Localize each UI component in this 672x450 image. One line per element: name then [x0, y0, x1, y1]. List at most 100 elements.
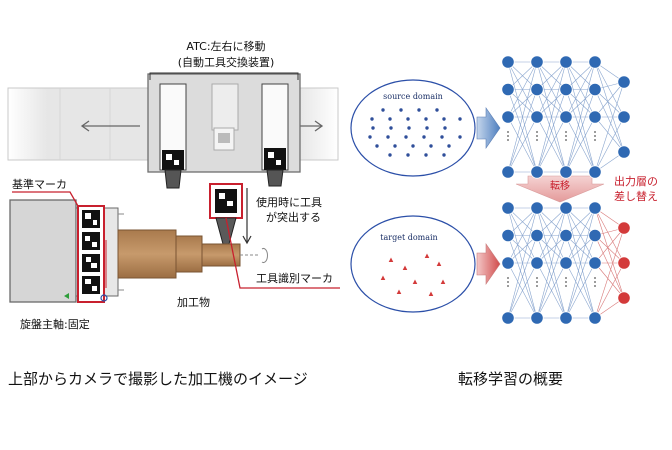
source-point	[447, 144, 451, 148]
target-point	[396, 289, 402, 294]
source-point	[388, 153, 392, 157]
network-connection	[507, 61, 538, 173]
tool-id-marker-callout	[225, 217, 340, 289]
source-point	[393, 144, 397, 148]
network-connection	[594, 227, 625, 264]
source-to-network-arrow	[476, 107, 501, 149]
tool-pocket-2	[211, 83, 239, 151]
network-connection	[565, 61, 596, 173]
network-node	[588, 110, 602, 124]
network-node	[588, 201, 602, 215]
network-node	[501, 55, 515, 69]
network-connection	[594, 81, 625, 173]
network-connection	[536, 61, 567, 90]
source-point	[399, 108, 403, 112]
network-connection	[507, 235, 538, 264]
source-point	[442, 117, 446, 121]
network-node	[559, 82, 573, 97]
source-point	[442, 153, 446, 157]
network-connection	[565, 61, 596, 118]
network-connection	[594, 262, 625, 319]
target-point	[412, 279, 418, 284]
network-node	[530, 110, 544, 124]
source-point	[429, 144, 433, 148]
network-connection	[536, 89, 567, 118]
ellipsis-dot	[536, 139, 538, 141]
reference-marker-callout	[12, 191, 79, 207]
network-connection	[594, 81, 625, 118]
source-point	[435, 108, 439, 112]
network-connection	[594, 235, 625, 299]
reference-marker-label: 基準マーカ	[12, 177, 67, 191]
atc-title: ATC:左右に移動	[186, 39, 265, 53]
source-point	[375, 144, 379, 148]
source-domain-label: source domain	[383, 92, 443, 101]
transfer-learning-diagram: source domain target domain 転移 出力層の 差し替え	[350, 55, 658, 325]
network-connection	[507, 262, 538, 319]
output-layer-line1: 出力層の	[614, 174, 658, 188]
ellipsis-dot	[565, 277, 567, 279]
network-node	[530, 165, 544, 179]
network-node	[559, 228, 573, 243]
source-point	[386, 135, 390, 139]
source-point	[406, 117, 410, 121]
ellipsis-dot	[565, 281, 567, 283]
network-node	[559, 165, 573, 179]
tool-pocket-1	[159, 83, 187, 189]
network-connection	[565, 116, 596, 173]
target-point	[388, 257, 394, 262]
source-point	[368, 135, 372, 139]
source-point	[388, 117, 392, 121]
output-layer-line2: 差し替え	[614, 189, 658, 203]
network-connection	[565, 207, 596, 319]
ellipsis-dot	[565, 139, 567, 141]
source-point	[381, 108, 385, 112]
network-connection	[536, 116, 567, 173]
network-node	[501, 201, 515, 215]
network-connection	[594, 235, 625, 264]
network-node	[501, 110, 515, 124]
network-node	[530, 228, 544, 243]
network-node	[559, 110, 573, 124]
network-node	[501, 256, 515, 270]
network-connection	[536, 61, 567, 118]
ellipsis-dot	[536, 285, 538, 287]
source-point	[389, 126, 393, 130]
network-connection	[565, 89, 596, 118]
network-node	[559, 256, 573, 270]
source-point	[424, 117, 428, 121]
network-node	[501, 165, 515, 179]
output-node	[617, 291, 631, 305]
target-domain-label: target domain	[380, 233, 437, 242]
network-connection	[594, 262, 625, 299]
source-point	[440, 135, 444, 139]
network-node	[530, 311, 544, 325]
ellipsis-dot	[536, 135, 538, 137]
atc-bracket	[149, 72, 299, 80]
source-point	[422, 135, 426, 139]
network-connection	[594, 227, 625, 319]
target-network	[501, 201, 631, 325]
target-point	[402, 265, 408, 270]
target-point	[436, 261, 442, 266]
network-connection	[565, 262, 596, 319]
ellipsis-dot	[594, 285, 596, 287]
network-connection	[565, 207, 596, 264]
ellipsis-dot	[507, 281, 509, 283]
ellipsis-dot	[536, 277, 538, 279]
source-point	[411, 144, 415, 148]
network-node	[501, 228, 515, 243]
source-point	[425, 126, 429, 130]
tool-protrudes-line1: 使用時に工具	[256, 196, 322, 209]
network-connection	[594, 89, 625, 153]
workpiece-label: 加工物	[177, 295, 210, 309]
network-node	[530, 55, 544, 69]
network-connection	[594, 207, 625, 264]
source-point	[406, 153, 410, 157]
network-node	[501, 311, 515, 325]
ellipsis-dot	[594, 277, 596, 279]
network-connection	[594, 61, 625, 118]
network-connection	[536, 207, 567, 319]
ellipsis-dot	[507, 135, 509, 137]
network-connection	[536, 235, 567, 264]
